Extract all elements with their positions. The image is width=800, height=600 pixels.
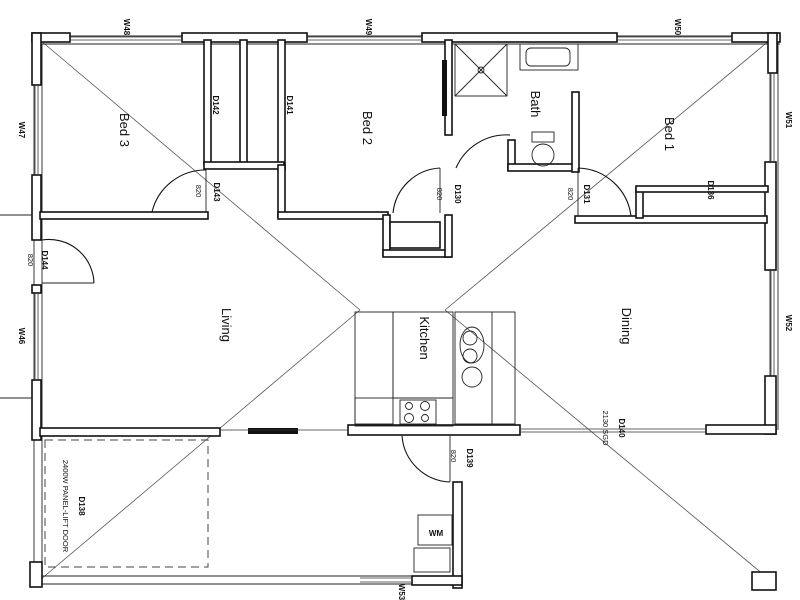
room-label-dining: Dining: [619, 308, 634, 345]
room-label-bed2: Bed 2: [360, 111, 375, 145]
window-label-w53: W53: [397, 584, 406, 600]
door-spec-d140: 2130 SGD: [601, 410, 610, 446]
door-label-d131: D131: [582, 184, 591, 204]
door-label-d141: D141: [285, 95, 294, 115]
wall-segments: [29, 32, 781, 591]
door-label-d144: D144: [40, 250, 49, 270]
door-spec-d138: 2400W PANEL-LIFT DOOR: [61, 460, 70, 553]
room-label-bed1: Bed 1: [662, 117, 677, 151]
washing-machine-label: WM: [429, 529, 444, 538]
door-size-d139: 820: [449, 450, 458, 463]
door-size-d130: 820: [435, 188, 444, 201]
room-label-living: Living: [219, 308, 234, 342]
kitchen-benches: [354, 311, 516, 427]
window-label-w50: W50: [673, 19, 682, 36]
room-label-kitchen: Kitchen: [417, 316, 432, 359]
room-label-bed3: Bed 3: [117, 113, 132, 147]
door-label-d142: D142: [211, 95, 220, 115]
door-label-d136: D136: [706, 180, 715, 200]
door-label-d138: D138: [77, 496, 86, 516]
roof-hip-lines: [39, 39, 771, 581]
door-label-d130: D130: [453, 184, 462, 204]
window-label-w48: W48: [122, 19, 131, 36]
door-label-d140: D140: [617, 418, 626, 438]
window-label-w46: W46: [17, 328, 26, 345]
bath-fixtures: [454, 43, 579, 167]
window-label-w49: W49: [364, 19, 373, 36]
laundry-fixtures: [413, 514, 453, 573]
door-swings: [41, 134, 632, 483]
garage-door-outline: [44, 439, 209, 568]
door-label-d139: D139: [465, 448, 474, 468]
door-label-d143: D143: [212, 182, 221, 202]
door-size-d144: 820: [26, 254, 35, 267]
window-label-w47: W47: [17, 122, 26, 139]
window-lines: [0, 36, 775, 583]
door-size-d143: 820: [194, 185, 203, 198]
window-label-w51: W51: [784, 112, 793, 129]
door-size-d131: 820: [566, 188, 575, 201]
window-label-w52: W52: [784, 315, 793, 332]
room-label-bath: Bath: [528, 91, 543, 118]
